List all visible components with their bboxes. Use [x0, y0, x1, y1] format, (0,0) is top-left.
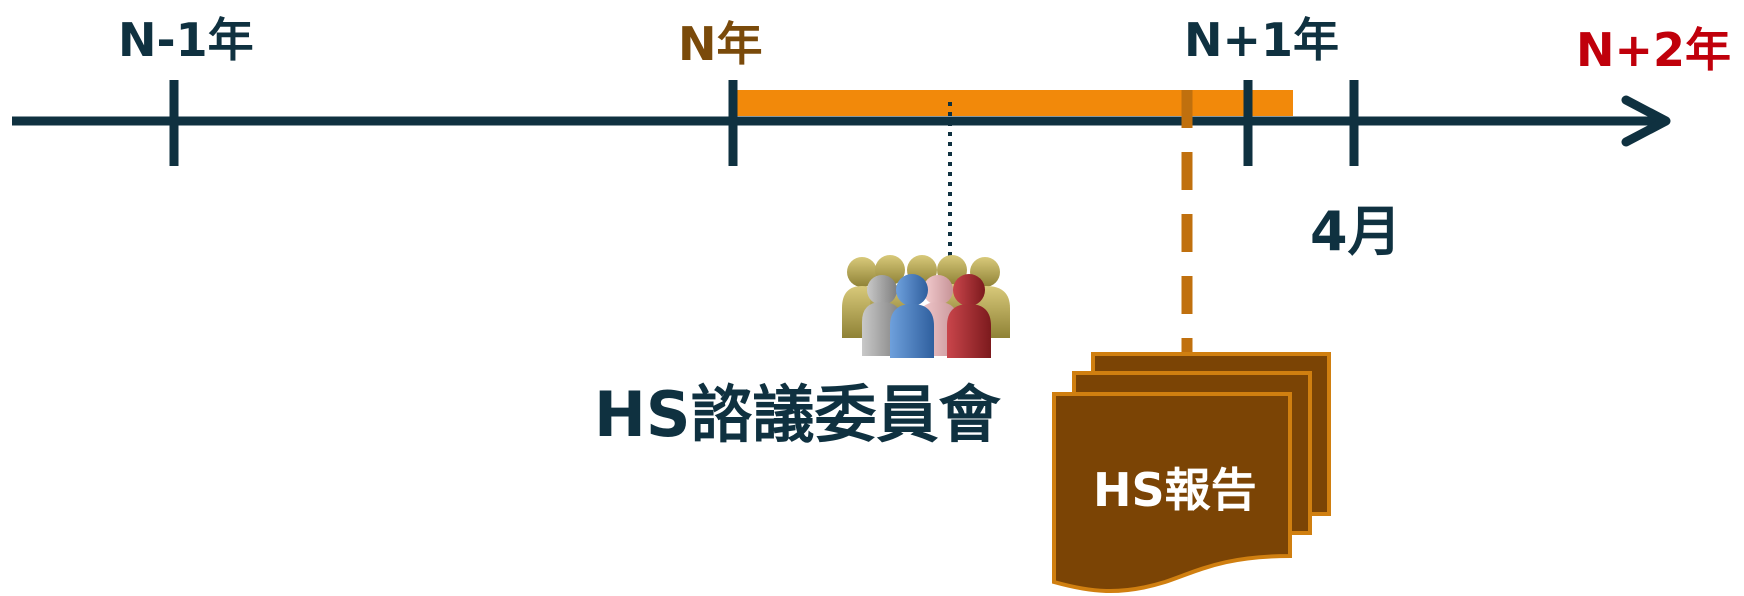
- year-label-n-minus-1: N-1年: [118, 13, 254, 67]
- people-group-icon: [842, 255, 1010, 358]
- year-label-n-plus-1: N+1年: [1184, 13, 1339, 67]
- month-label-april: 4月: [1310, 200, 1402, 263]
- report-label: HS報告: [1093, 463, 1257, 517]
- stacked-documents-icon: [1052, 352, 1331, 594]
- committee-label: HS諮議委員會: [594, 378, 1002, 451]
- period-bar: [735, 90, 1293, 116]
- year-label-n: N年: [678, 17, 763, 71]
- timeline-arrow-icon: [1621, 95, 1671, 147]
- year-label-n-plus-2: N+2年: [1576, 23, 1731, 77]
